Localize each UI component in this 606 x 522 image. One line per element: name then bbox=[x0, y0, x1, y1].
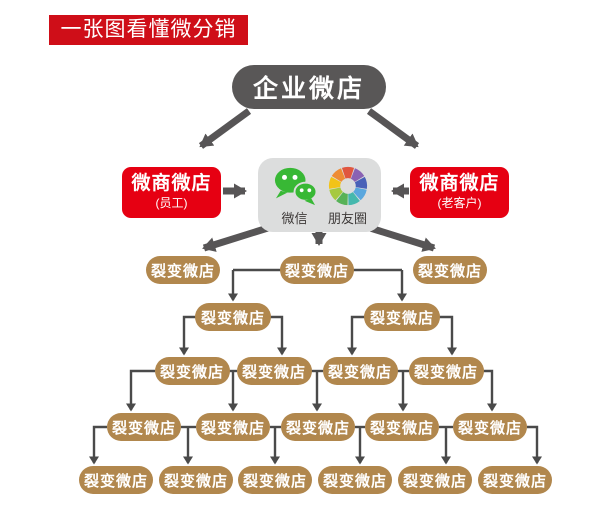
wechat-group: 微信 bbox=[271, 165, 319, 227]
moments-petal bbox=[347, 192, 360, 206]
fission-node-r5-1: 裂变微店 bbox=[79, 466, 153, 494]
moments-petal bbox=[335, 192, 348, 206]
node-title: 微商微店 bbox=[419, 173, 500, 195]
fission-node-r1-1: 裂变微店 bbox=[146, 256, 220, 284]
moments-petal bbox=[352, 187, 367, 201]
fission-node-r3-2: 裂变微店 bbox=[236, 357, 312, 385]
fission-node-r2-2: 裂变微店 bbox=[364, 303, 440, 331]
fission-node-r4-2: 裂变微店 bbox=[196, 413, 270, 441]
fission-node-r1-2: 裂变微店 bbox=[280, 256, 354, 284]
wechat-icon bbox=[274, 167, 317, 206]
moments-icon bbox=[328, 166, 367, 206]
fission-node-r3-3: 裂变微店 bbox=[322, 357, 398, 385]
fission-node-r3-4: 裂变微店 bbox=[408, 357, 484, 385]
moments-group: 朋友圈 bbox=[327, 165, 369, 227]
node-subtitle: (老客户) bbox=[437, 196, 482, 211]
fission-node-r5-5: 裂变微店 bbox=[398, 466, 472, 494]
wechat-label: 微信 bbox=[281, 211, 308, 226]
fission-node-r1-3: 裂变微店 bbox=[413, 256, 487, 284]
fission-node-r5-6: 裂变微店 bbox=[478, 466, 552, 494]
node-merchant-store-customer: 微商微店 (老客户) bbox=[410, 167, 509, 218]
moments-petal bbox=[328, 176, 341, 189]
moments-petal bbox=[354, 176, 367, 189]
fission-node-r4-3: 裂变微店 bbox=[281, 413, 355, 441]
node-title: 微商微店 bbox=[131, 173, 212, 195]
node-subtitle: (员工) bbox=[155, 196, 188, 211]
fission-node-r4-1: 裂变微店 bbox=[107, 413, 181, 441]
fission-node-r2-1: 裂变微店 bbox=[195, 303, 271, 331]
tree-connectors bbox=[89, 268, 542, 465]
moments-petal bbox=[341, 166, 354, 179]
title-banner: 一张图看懂微分销 bbox=[49, 15, 248, 45]
node-merchant-store-employee: 微商微店 (员工) bbox=[122, 167, 221, 218]
moments-label: 朋友圈 bbox=[327, 211, 367, 226]
fission-node-r4-4: 裂变微店 bbox=[365, 413, 439, 441]
fission-node-r3-1: 裂变微店 bbox=[154, 357, 230, 385]
fission-node-r5-3: 裂变微店 bbox=[238, 466, 312, 494]
fission-node-r5-4: 裂变微店 bbox=[318, 466, 392, 494]
fission-node-r4-5: 裂变微店 bbox=[453, 413, 527, 441]
node-enterprise-store: 企业微店 bbox=[232, 65, 386, 109]
moments-petal bbox=[331, 168, 345, 182]
node-wechat-hub: 微信 朋友圈 bbox=[258, 158, 381, 232]
flow-arrows bbox=[198, 108, 436, 252]
fission-node-r5-2: 裂变微店 bbox=[159, 466, 233, 494]
moments-petal bbox=[350, 168, 364, 182]
moments-petal bbox=[328, 187, 343, 201]
